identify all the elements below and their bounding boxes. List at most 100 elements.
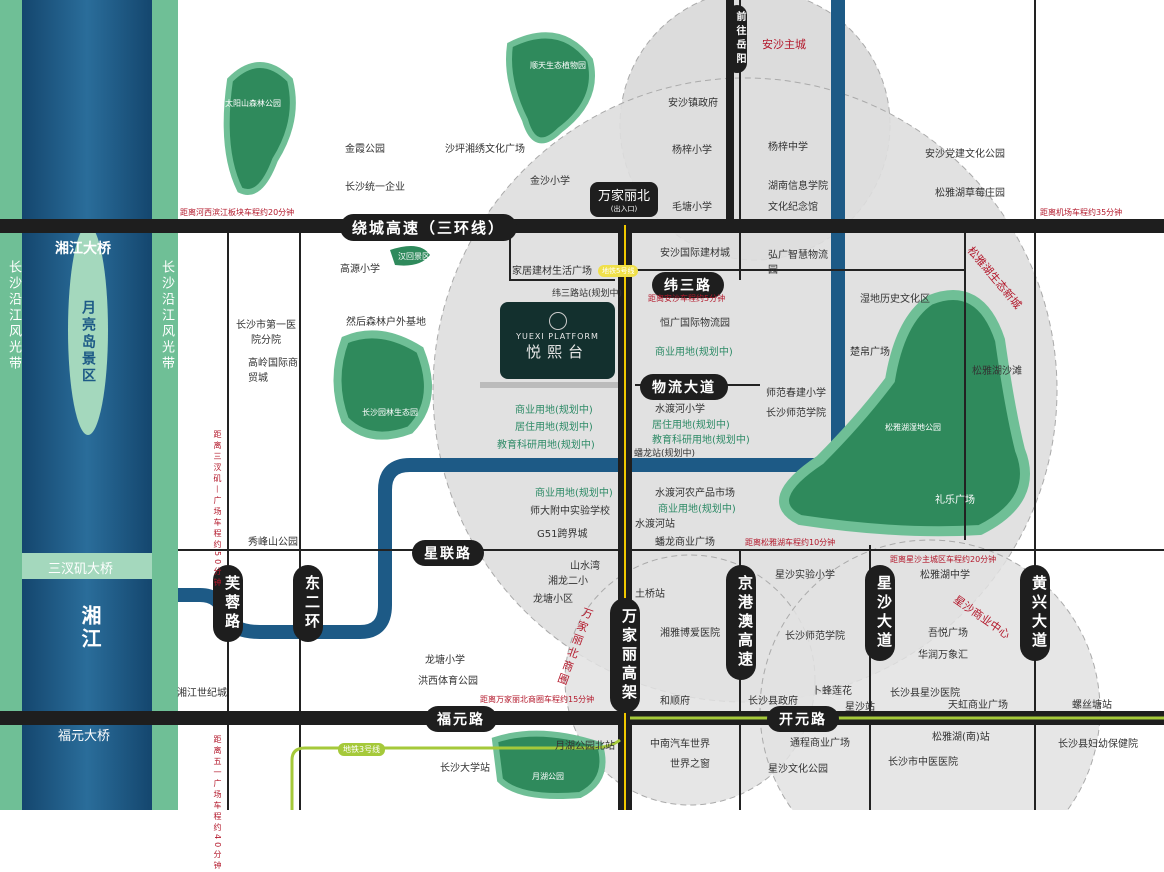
metro3-tag: 地铁3号线 [338, 743, 386, 756]
poi: 长沙师范学院 [766, 408, 826, 419]
road-wjl: 万家丽高架 [610, 598, 640, 713]
map-canvas [0, 0, 1164, 810]
ring-expressway [0, 219, 1164, 233]
xingsha-circle [759, 539, 1101, 810]
poi: 卜蜂莲花 [812, 686, 852, 697]
poi-land: 居住用地(规划中) [515, 422, 593, 433]
poi: 中南汽车世界 [650, 739, 710, 750]
poi: 家居建材生活广场 [512, 266, 592, 277]
road-wuliu: 物流大道 [640, 374, 728, 400]
poi: 湿地历史文化区 [860, 294, 930, 305]
distance-label: 距离星沙主城区车程约20分钟 [890, 555, 997, 564]
riverbank-right [152, 0, 178, 810]
road-xingsha: 星沙大道 [865, 565, 895, 661]
poi: 世界之窗 [670, 759, 710, 770]
poi: 通程商业广场 [790, 738, 850, 749]
poi: 楚帛广场 [850, 347, 890, 358]
poi: 水渡河农产品市场 [655, 488, 735, 499]
poi: 吾悦广场 [928, 628, 968, 639]
distance-label: 距离机场车程约35分钟 [1040, 208, 1123, 217]
poi: 然后森林户外基地 [346, 317, 426, 328]
poi: 湘龙二小 [548, 576, 588, 587]
poi: 长沙统一企业 [345, 182, 405, 193]
metro5-tag: 地铁5号线 [598, 265, 639, 277]
poi: 长沙县妇幼保健院 [1058, 739, 1138, 750]
poi: 恒广国际物流园 [660, 318, 730, 329]
poi: 高源小学 [340, 264, 380, 275]
poi: 湘雅博爱医院 [660, 628, 720, 639]
poi-land: 教育科研用地(规划中) [652, 435, 750, 446]
poi: 水渡河小学 [655, 404, 705, 415]
bridge-xiangjiang: 湘江大桥 [55, 241, 111, 257]
bank-label-right: 长沙沿江风光带 [159, 260, 174, 372]
poi: 金沙小学 [530, 176, 570, 187]
wjl-north-exit: 万家丽北 (出入口) [590, 182, 659, 217]
distance-label: 距离安沙车程约5分钟 [648, 294, 726, 303]
poi: 师范春建小学 [766, 388, 826, 399]
poi-land: 教育科研用地(规划中) [497, 440, 595, 451]
poi: 天虹商业广场 [948, 700, 1008, 711]
poi: 松雅湖沙滩 [972, 366, 1022, 377]
road-wei3: 纬三路 [652, 272, 724, 298]
bridge-fuyuan: 福元大桥 [58, 729, 111, 744]
project-logo[interactable]: YUEXI PLATFORM 悦熙台 [500, 302, 615, 379]
park-label: 汉回景区 [398, 252, 430, 261]
road-jga: 京港澳高速 [726, 565, 756, 680]
road-fuyuan: 福元路 [425, 706, 497, 732]
poi-land: 商业用地(规划中) [535, 488, 613, 499]
poi: 水渡河站 [635, 519, 675, 530]
road-kaiyuan: 开元路 [767, 706, 839, 732]
river-label: 湘江 [78, 605, 102, 651]
exit-sub: (出入口) [610, 205, 638, 213]
poi-land: 商业用地(规划中) [655, 347, 733, 358]
riverbank-left [0, 0, 22, 810]
park-label: 顺天生态植物园 [530, 61, 586, 70]
park-label: 太阳山森林公园 [225, 99, 281, 108]
bank-label-left: 长沙沿江风光带 [6, 260, 21, 372]
poi: 星沙实验小学 [775, 570, 835, 581]
fuyuan-road [0, 711, 1164, 725]
poi-land: 商业用地(规划中) [658, 504, 736, 515]
distance-label: 距离五一广场车程约40分钟 [213, 735, 222, 872]
poi: 高岭国际商贸城 [248, 358, 298, 384]
poi: 杨梓小学 [672, 145, 712, 156]
distance-label: 距离河西滨江板块车程约20分钟 [180, 208, 295, 217]
metro-line-3 [290, 716, 1164, 810]
poi: 杨梓中学 [768, 142, 808, 153]
poi: 松雅湖(南)站 [932, 732, 990, 743]
poi: 文化纪念馆 [768, 202, 818, 213]
project-name-en: YUEXI PLATFORM [516, 332, 599, 341]
poi: 长沙县星沙医院 [890, 688, 960, 699]
bridge-sanchaji: 三汊矶大桥 [48, 562, 114, 577]
poi: 松雅湖草莓庄园 [935, 188, 1005, 199]
road-ring: 绕城高速（三环线） [340, 214, 518, 241]
road-xinglian: 星联路 [412, 540, 484, 566]
poi: 土桥站 [635, 589, 665, 600]
park-label: 松雅湖湿地公园 [885, 423, 941, 432]
poi: 月湖公园北站 [555, 741, 615, 752]
poi: 毛塘小学 [672, 202, 712, 213]
poi: 长沙市第一医院分院 [236, 320, 296, 346]
park-label: 月湖公园 [532, 772, 564, 781]
poi: 蟠龙商业广场 [655, 537, 715, 548]
exit-name: 万家丽北 [598, 189, 651, 204]
poi: 长沙师范学院 [785, 631, 845, 642]
poi: 安沙国际建材城 [660, 248, 730, 259]
poi: 湖南信息学院 [768, 181, 828, 192]
poi: 长沙县政府 [748, 696, 798, 707]
distance-label: 距离松雅湖车程约10分钟 [745, 538, 836, 547]
poi: 洪西体育公园 [418, 676, 478, 687]
moon-island-label: 月亮岛景区 [80, 300, 96, 385]
poi: G51跨界城 [537, 529, 588, 540]
poi: 沙坪湘绣文化广场 [445, 144, 525, 155]
poi: 蟠龙站(规划中) [634, 449, 696, 459]
poi: 星沙站 [845, 702, 875, 713]
poi: 纬三路站(规划中) [552, 289, 623, 299]
road-furong: 芙蓉路 [213, 565, 243, 642]
road-huangxing: 黄兴大道 [1020, 565, 1050, 661]
poi: 星沙文化公园 [768, 764, 828, 775]
poi: 安沙党建文化公园 [925, 149, 1005, 160]
poi: 弘广智慧物流园 [768, 250, 828, 276]
poi: 师大附中实验学校 [530, 506, 610, 517]
poi-land: 居住用地(规划中) [652, 420, 730, 431]
